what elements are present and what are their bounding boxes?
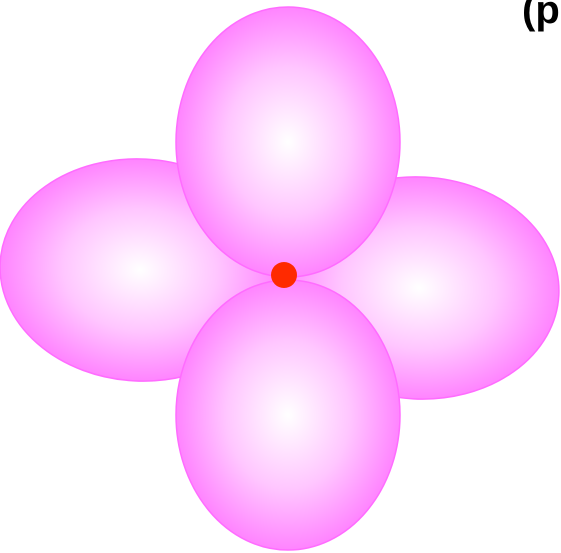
- lobe-bottom: [176, 280, 400, 550]
- lobe-top: [176, 7, 400, 277]
- nucleus-dot: [271, 262, 297, 288]
- panel-label: (p: [522, 0, 560, 33]
